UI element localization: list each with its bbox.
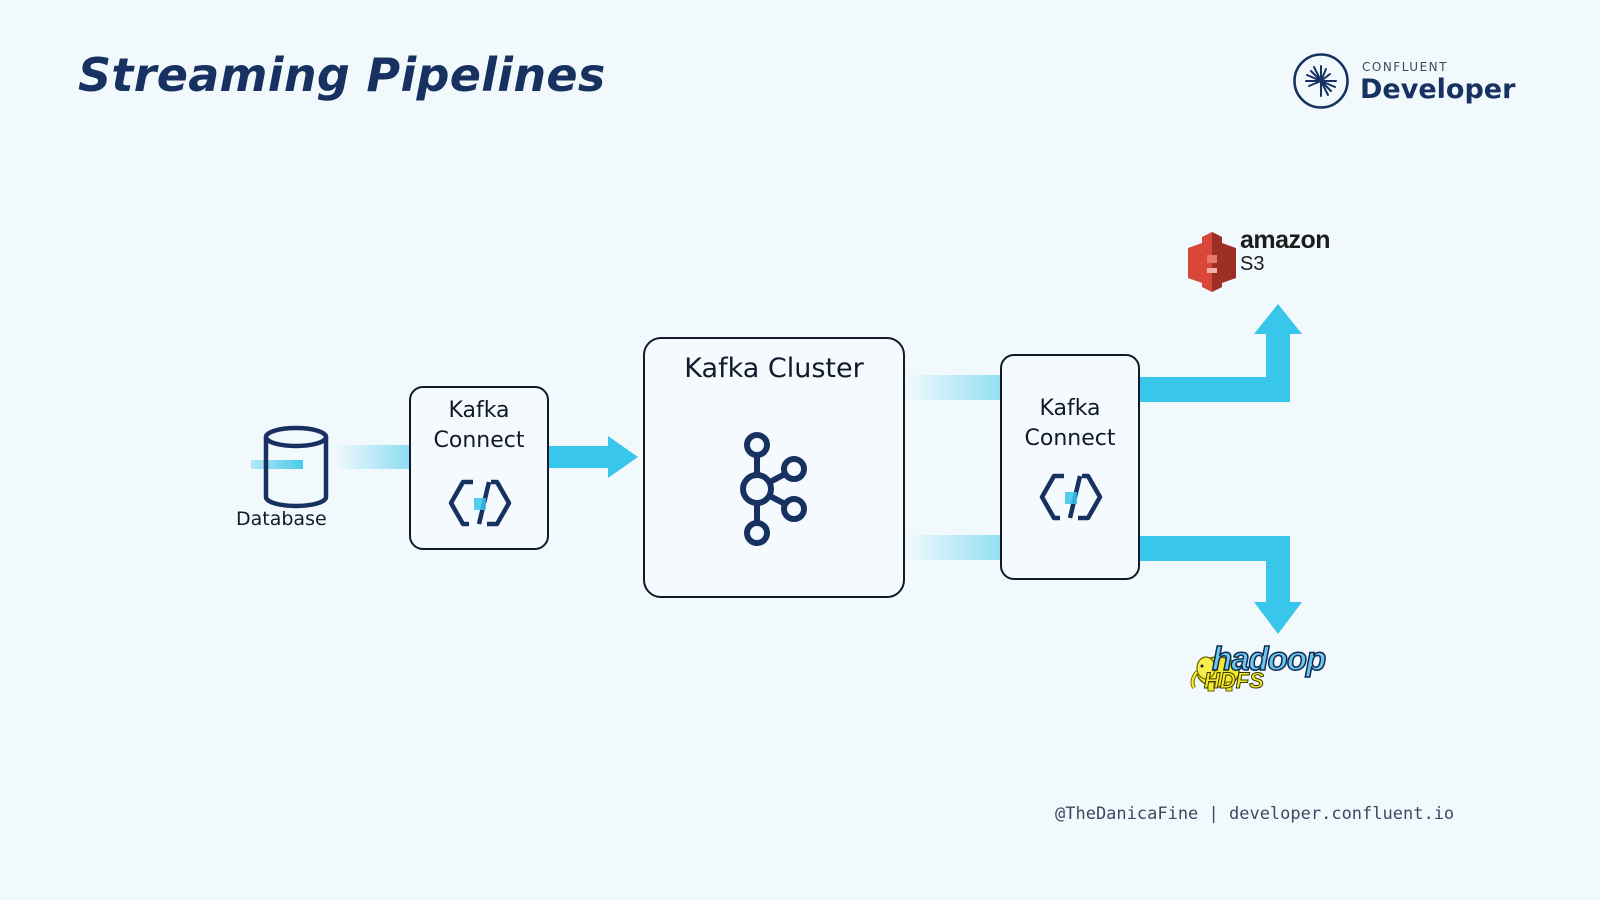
sink-kafka-connect-box: Kafka Connect: [1000, 354, 1140, 580]
kafka-logo-icon: [740, 432, 807, 546]
confluent-developer-brand: CONFLUENT Developer: [1292, 52, 1516, 116]
amazon-s3-icon: [1188, 232, 1236, 292]
hdfs-label: HDFS: [1204, 668, 1265, 694]
flow-db-to-connect: [335, 445, 410, 469]
kafka-cluster-box: Kafka Cluster: [643, 337, 905, 598]
sink-connect-label-line2: Connect: [1024, 426, 1116, 451]
source-connect-label-line2: Connect: [433, 428, 525, 453]
sink-connect-label-line1: Kafka: [1039, 396, 1101, 421]
source-kafka-connect-box: Kafka Connect: [409, 386, 549, 550]
slide-title: Streaming Pipelines: [78, 48, 606, 102]
arrow-to-hdfs: [1140, 536, 1302, 634]
kafka-connect-icon: [1039, 473, 1103, 521]
source-connect-label-line1: Kafka: [448, 398, 510, 423]
hadoop-label: hadoop: [1211, 639, 1327, 678]
database-label: Database: [236, 508, 327, 530]
arrow-to-s3: [1140, 304, 1302, 402]
brand-product-label: Developer: [1360, 74, 1516, 105]
hadoop-elephant-icon: [1190, 656, 1240, 692]
database-cylinder-icon: [251, 425, 329, 509]
flow-cluster-to-connect-bottom: [905, 535, 1000, 560]
kafka-connect-icon: [448, 479, 512, 527]
footer-attribution: @TheDanicaFine | developer.confluent.io: [1055, 804, 1455, 824]
s3-label-brand: amazon: [1240, 226, 1331, 254]
flow-cluster-to-connect-top: [905, 375, 1000, 400]
confluent-starburst-icon: [1293, 53, 1349, 109]
brand-company-label: CONFLUENT: [1362, 60, 1448, 74]
kafka-cluster-label: Kafka Cluster: [684, 353, 864, 384]
s3-label-product: S3: [1240, 253, 1265, 275]
arrow-connect-to-cluster: [547, 436, 638, 478]
